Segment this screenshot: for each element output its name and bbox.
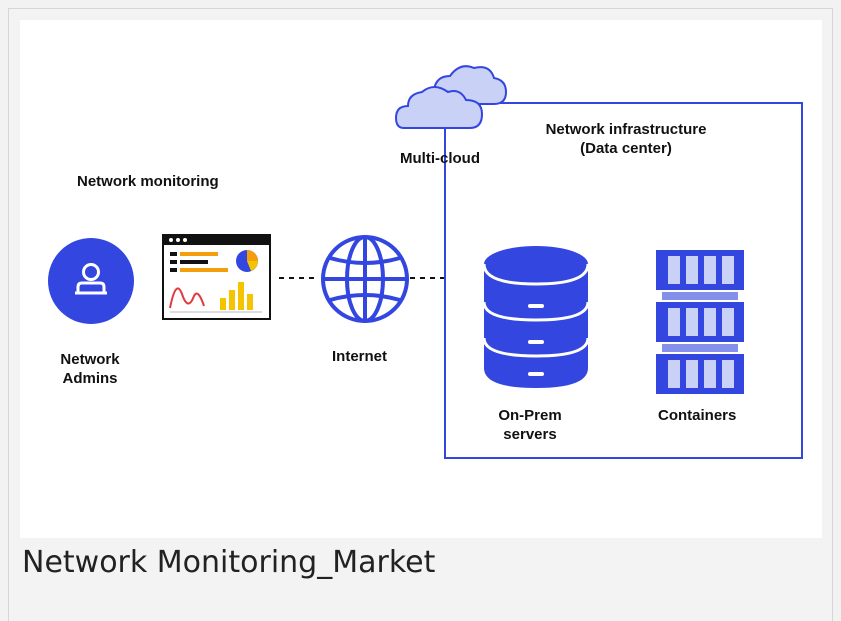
internet-label: Internet [332, 348, 388, 365]
on-prem-label: On-Prem servers [498, 407, 562, 443]
infrastructure-box [279, 102, 803, 459]
cloud-icon [394, 65, 508, 129]
globe-icon [321, 235, 409, 323]
infrastructure-label: Network infrastructure (Data center) [545, 121, 707, 157]
user-icon [48, 238, 134, 324]
network-admins-label: Network Admins [60, 351, 120, 387]
figure-caption: Network Monitoring_Market [22, 545, 436, 580]
database-icon [482, 246, 590, 388]
network-monitoring-label: Network monitoring [77, 173, 219, 190]
diagram-figure: Network monitoring Network Admins [20, 20, 822, 538]
containers-icon [656, 250, 744, 394]
multi-cloud-label: Multi-cloud [400, 150, 480, 167]
dashboard-icon [162, 234, 271, 320]
containers-label: Containers [658, 407, 737, 424]
